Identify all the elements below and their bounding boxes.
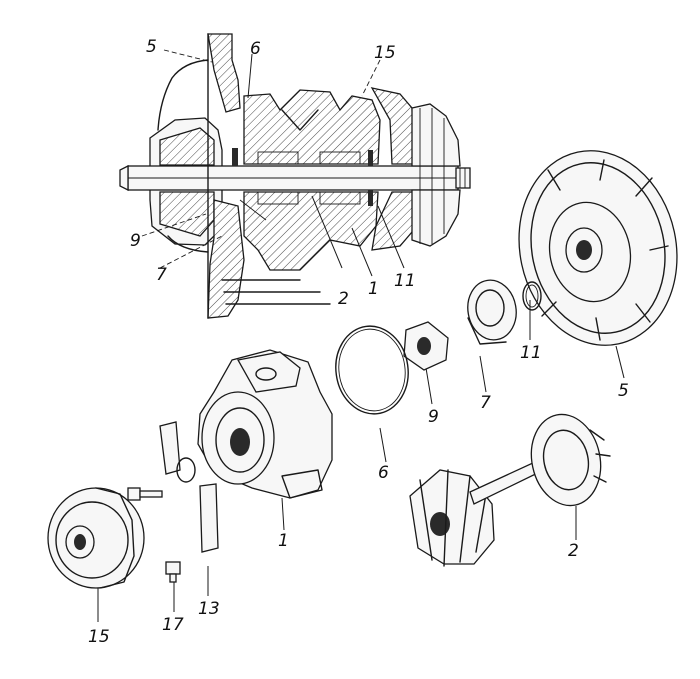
callout-2-bottom: 2 (568, 541, 579, 561)
callout-7-mid: 7 (480, 393, 491, 413)
part-11-snap-ring (522, 281, 542, 311)
callout-1-bottom: 1 (278, 531, 289, 551)
callout-9-left: 9 (130, 231, 141, 251)
callout-17-bottom: 17 (162, 615, 184, 635)
part-17-bolts (127, 487, 181, 583)
part-1-bearing-housing (197, 349, 333, 499)
part-5-compressor-housing (518, 150, 678, 346)
callout-1-mid: 1 (368, 279, 379, 299)
part-7-seal-insert (467, 279, 517, 345)
part-2-shaft-wheel (409, 413, 611, 567)
callout-11-right: 11 (520, 343, 542, 363)
callout-11-mid: 11 (394, 271, 416, 291)
part-13-lock-plate (159, 421, 219, 553)
callout-7-left: 7 (156, 265, 167, 285)
callout-labels: 5 6 15 9 7 2 1 11 11 5 7 9 6 1 2 15 17 1… (88, 37, 629, 647)
compressor-housing-section (207, 33, 241, 113)
leader-lines (97, 49, 625, 622)
callout-15-bottom: 15 (88, 627, 110, 647)
callout-6-top: 6 (250, 39, 261, 59)
turbine-wheel-section (411, 103, 461, 167)
callout-6-mid: 6 (378, 463, 389, 483)
callout-15-top: 15 (374, 43, 396, 63)
callout-2-mid: 2 (338, 289, 349, 309)
callout-13-bottom: 13 (198, 599, 220, 619)
part-6-o-ring (335, 325, 409, 415)
part-9-seal-plate (403, 321, 449, 371)
callout-9-mid: 9 (428, 407, 439, 427)
part-15-turbine-housing (47, 487, 145, 589)
callout-5-top: 5 (146, 37, 157, 57)
sectional-view (119, 33, 471, 319)
callout-5-right: 5 (618, 381, 629, 401)
